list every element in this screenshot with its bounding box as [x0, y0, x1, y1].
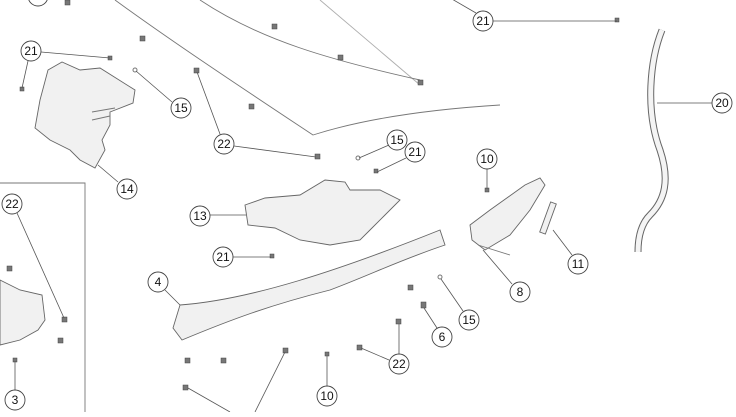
part-inset-panel: [0, 279, 46, 346]
part-4-side-cover: [172, 229, 446, 341]
svg-text:11: 11: [572, 257, 585, 271]
svg-text:4: 4: [155, 275, 162, 289]
svg-text:21: 21: [476, 14, 490, 28]
callout-15[interactable]: 15: [386, 129, 408, 151]
svg-text:22: 22: [217, 137, 231, 151]
svg-text:22: 22: [5, 197, 19, 211]
svg-text:14: 14: [120, 182, 134, 196]
svg-text:15: 15: [390, 133, 404, 147]
part-13-duct: [244, 179, 401, 246]
callout-22[interactable]: 22: [388, 353, 410, 375]
svg-text:13: 13: [193, 209, 207, 223]
svg-text:10: 10: [320, 389, 334, 403]
svg-text:20: 20: [715, 96, 729, 110]
callout-21[interactable]: 21: [472, 10, 494, 32]
part-11-rod: [539, 201, 557, 235]
callout-21[interactable]: 21: [20, 40, 42, 62]
callout-3[interactable]: 3: [4, 389, 26, 411]
part-8-strip: [477, 244, 511, 256]
leader-lines: [14, 0, 712, 413]
callout-6[interactable]: 6: [431, 326, 453, 348]
part-14-bracket: [34, 61, 136, 169]
svg-text:15: 15: [462, 313, 476, 327]
callout-4[interactable]: 4: [147, 271, 169, 293]
inset-frame: [0, 182, 86, 412]
part-8-panel: [469, 177, 546, 251]
callout-10[interactable]: 10: [476, 148, 498, 170]
callout-16[interactable]: 16: [28, 0, 48, 7]
callout-22[interactable]: 22: [213, 133, 235, 155]
svg-text:10: 10: [480, 152, 494, 166]
callout-14[interactable]: 14: [116, 178, 138, 200]
callout-22[interactable]: 22: [1, 193, 23, 215]
callout-20[interactable]: 20: [711, 92, 733, 114]
svg-text:21: 21: [24, 44, 38, 58]
callout-13[interactable]: 13: [189, 205, 211, 227]
svg-text:15: 15: [174, 101, 188, 115]
callout-10[interactable]: 10: [316, 385, 338, 407]
callout-8[interactable]: 8: [509, 281, 531, 303]
svg-text:16: 16: [31, 0, 45, 3]
callout-21[interactable]: 21: [404, 141, 426, 163]
fasteners: [6, 0, 620, 391]
part-14-detail: [91, 107, 116, 121]
svg-text:6: 6: [439, 330, 446, 344]
svg-text:8: 8: [517, 285, 524, 299]
svg-text:21: 21: [216, 250, 230, 264]
callout-21[interactable]: 21: [212, 246, 234, 268]
svg-text:3: 3: [12, 393, 19, 407]
callout-15[interactable]: 15: [458, 309, 480, 331]
callout-15[interactable]: 15: [170, 97, 192, 119]
hood-panel: [114, 0, 501, 136]
callout-11[interactable]: 11: [567, 253, 589, 275]
svg-text:22: 22: [392, 357, 406, 371]
svg-text:21: 21: [408, 145, 422, 159]
